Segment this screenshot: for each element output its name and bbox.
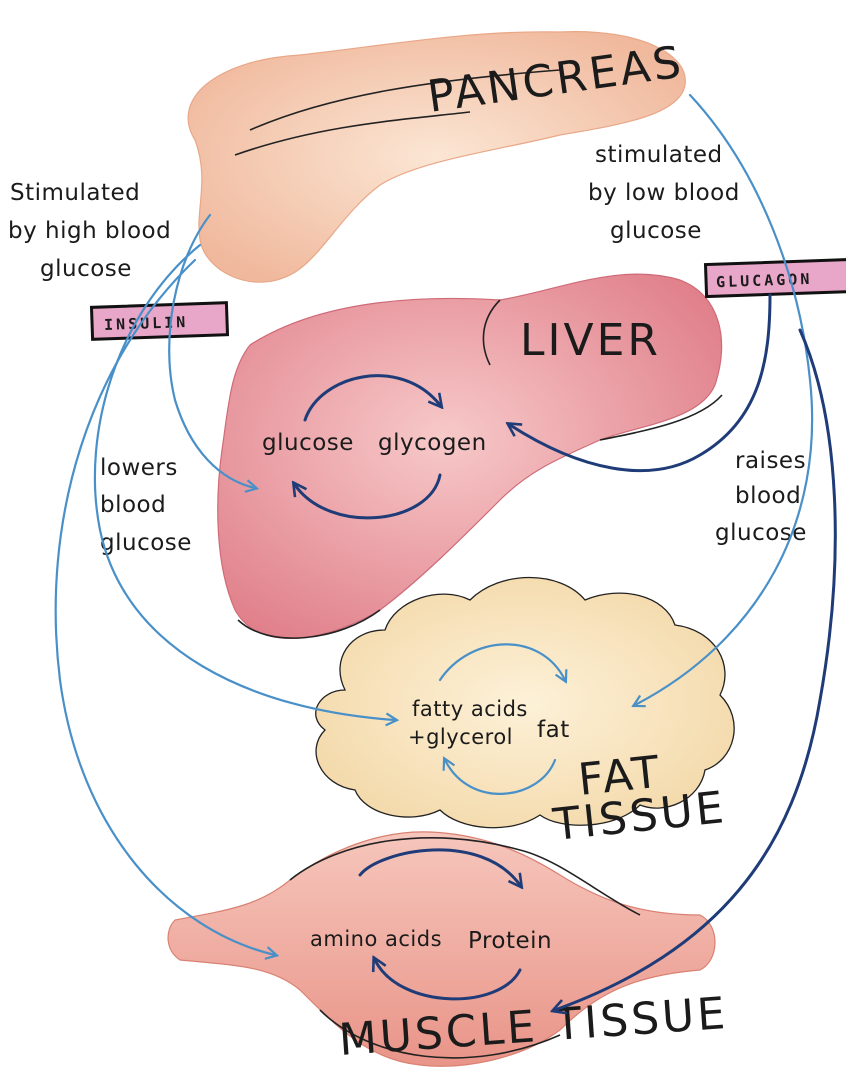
raises-line2: blood <box>735 483 801 509</box>
fat-cycle-glycerol: +glycerol <box>408 725 513 749</box>
glucagon-tag-label: GLUCAGON <box>716 270 813 291</box>
insulin-tag: INSULIN <box>91 303 227 340</box>
fat-cycle-fatty-acids: fatty acids <box>412 697 528 721</box>
low-glucose-line3: glucose <box>610 218 702 244</box>
low-glucose-line1: stimulated <box>595 142 723 168</box>
lowers-line1: lowers <box>100 455 178 481</box>
muscle-cycle-amino-acids: amino acids <box>310 927 442 951</box>
high-glucose-line2: by high blood <box>8 218 171 244</box>
raises-line1: raises <box>735 448 806 474</box>
high-glucose-annotation: Stimulated by high blood glucose <box>8 180 171 282</box>
lowers-line3: glucose <box>100 530 192 556</box>
fat-cycle-fat: fat <box>537 717 570 743</box>
high-glucose-line3: glucose <box>40 256 132 282</box>
liver-cycle-glucose: glucose <box>262 430 354 456</box>
glucagon-tag: GLUCAGON <box>705 259 846 296</box>
muscle-cycle-protein: Protein <box>468 928 552 954</box>
low-glucose-annotation: stimulated by low blood glucose <box>588 142 740 244</box>
low-glucose-line2: by low blood <box>588 180 740 206</box>
liver-cycle-glycogen: glycogen <box>378 430 487 456</box>
high-glucose-line1: Stimulated <box>10 180 140 206</box>
liver-label: LIVER <box>520 315 661 366</box>
lowers-line2: blood <box>100 492 166 518</box>
lowers-annotation: lowers blood glucose <box>100 455 192 556</box>
